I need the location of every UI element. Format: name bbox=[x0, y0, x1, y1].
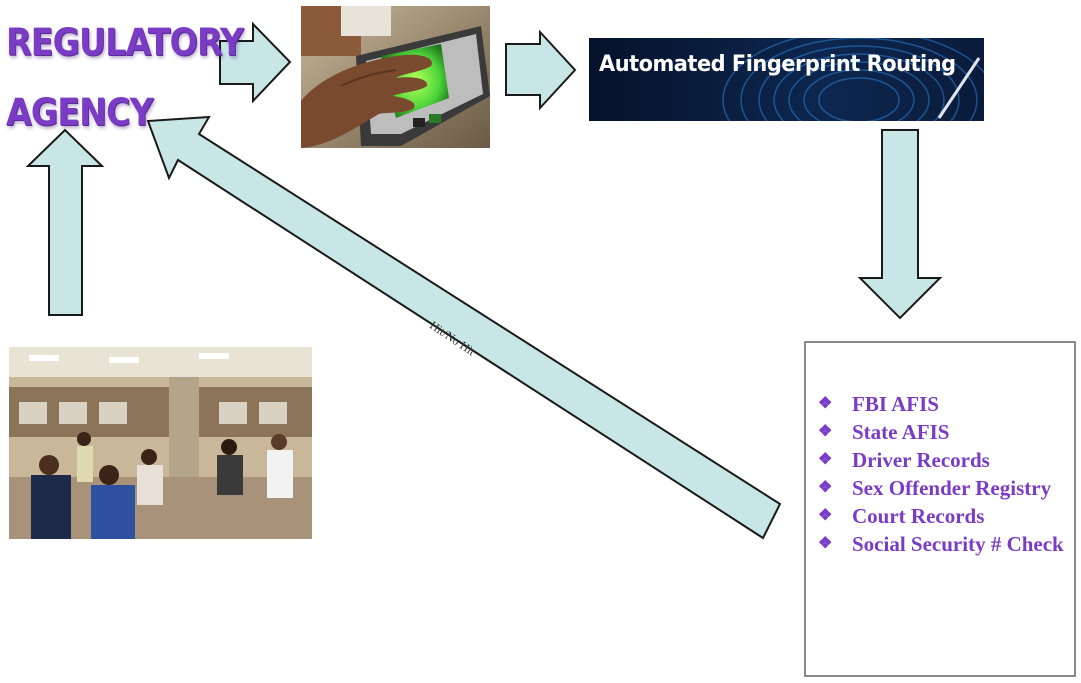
diamond-star-bullet-icon: ❖ bbox=[818, 479, 833, 496]
diamond-star-bullet-icon: ❖ bbox=[818, 395, 833, 412]
diamond-star-bullet-icon: ❖ bbox=[818, 451, 833, 468]
list-item: ❖Driver Records bbox=[818, 448, 990, 472]
list-item: ❖FBI AFIS bbox=[818, 392, 939, 416]
fingerprint-ridges-texture bbox=[589, 38, 984, 121]
arrow-scanner-to-routing bbox=[505, 29, 577, 111]
automated-fingerprint-routing-banner: Automated Fingerprint Routing bbox=[589, 38, 984, 121]
list-item: ❖Court Records bbox=[818, 504, 985, 528]
database-list: ❖FBI AFIS ❖State AFIS ❖Driver Records ❖S… bbox=[818, 390, 1068, 558]
arrow-databases-to-agency-hit bbox=[146, 115, 782, 540]
arrow-office-to-agency bbox=[25, 128, 105, 316]
list-item: ❖State AFIS bbox=[818, 420, 950, 444]
banner-text: Automated Fingerprint Routing bbox=[599, 52, 956, 77]
office-waiting-room-photo bbox=[9, 347, 312, 539]
database-checks-box: ❖FBI AFIS ❖State AFIS ❖Driver Records ❖S… bbox=[804, 341, 1076, 677]
diamond-star-bullet-icon: ❖ bbox=[818, 423, 833, 440]
title-line-1: REGULATORY bbox=[6, 21, 244, 64]
fingerprint-scanner-photo bbox=[301, 6, 490, 148]
title-line-2: AGENCY bbox=[6, 90, 154, 134]
list-item: ❖Sex Offender Registry bbox=[818, 476, 1052, 500]
diamond-star-bullet-icon: ❖ bbox=[818, 507, 833, 524]
arrow-agency-to-scanner bbox=[219, 21, 292, 104]
arrow-routing-to-databases bbox=[857, 129, 943, 320]
diamond-star-bullet-icon: ❖ bbox=[818, 535, 833, 552]
regulatory-agency-title: REGULATORY AGENCY bbox=[6, 8, 244, 147]
list-item: ❖Social Security # Check bbox=[818, 532, 1064, 556]
